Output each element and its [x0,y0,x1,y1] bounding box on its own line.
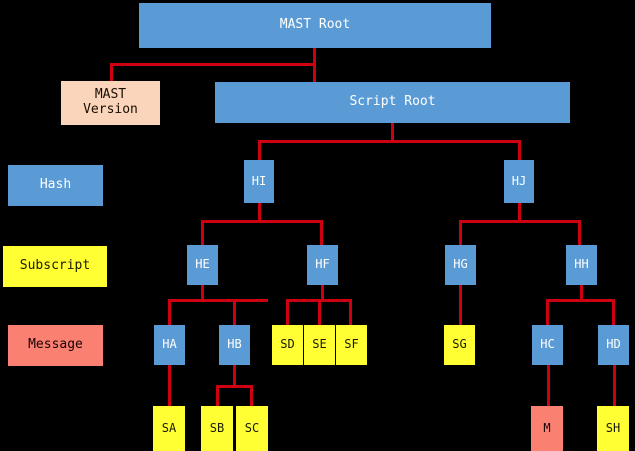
edge-mast-root-stem [313,48,316,66]
node-sd[interactable]: SD [272,325,303,365]
edge-to-hb [233,299,236,325]
edge-to-sh [613,365,616,406]
node-m[interactable]: M [531,406,563,451]
legend-subscript: Subscript [3,246,107,287]
edge-hh-bar [546,299,614,302]
edge-hb-bar [216,385,253,388]
node-hf[interactable]: HF [307,245,338,285]
node-se[interactable]: SE [304,325,335,365]
node-he[interactable]: HE [187,245,218,285]
node-sg[interactable]: SG [444,325,475,365]
node-hi[interactable]: HI [244,160,274,203]
edge-mast-root-bar [110,63,316,66]
edge-to-sa [168,365,171,406]
edge-he-bar [168,299,268,302]
edge-to-m [547,365,550,406]
node-hc[interactable]: HC [532,325,563,365]
edge-hh-stem [580,285,583,302]
edge-to-se [318,299,321,325]
node-mast-root[interactable]: MAST Root [139,3,491,48]
edge-to-sg [459,285,462,325]
edge-hj-stem [518,203,521,223]
edge-to-sd [286,299,289,325]
edge-to-hd [612,299,615,325]
edge-to-hi [258,140,261,160]
node-sb[interactable]: SB [201,406,233,451]
node-sf[interactable]: SF [336,325,367,365]
edge-to-hh [578,220,581,245]
node-sh[interactable]: SH [597,406,629,451]
edge-to-hg [459,220,462,245]
legend-hash: Hash [8,165,103,206]
edge-script-root-bar [258,140,520,143]
edge-to-sb [216,385,219,406]
edge-hi-stem [258,203,261,223]
edge-to-hj [518,140,521,160]
edge-to-sf [349,299,352,325]
node-hd[interactable]: HD [598,325,629,365]
edge-to-hf [320,220,323,245]
edge-to-hc [546,299,549,325]
edge-to-sc [250,385,253,406]
node-sa[interactable]: SA [153,406,185,451]
edge-to-script-root [313,63,316,83]
node-script-root[interactable]: Script Root [215,82,570,123]
node-ha[interactable]: HA [154,325,185,365]
edge-to-mast-version [110,63,113,83]
edge-hf-stem [321,285,324,302]
legend-message: Message [8,325,103,366]
edge-hb-stem [233,365,236,388]
node-hh[interactable]: HH [566,245,597,285]
node-sc[interactable]: SC [236,406,268,451]
edge-he-stem [201,285,204,302]
edge-hi-bar [201,220,323,223]
edge-script-root-stem [391,123,394,143]
node-hj[interactable]: HJ [504,160,534,203]
edge-to-ha [168,299,171,325]
node-hb[interactable]: HB [219,325,250,365]
node-hg[interactable]: HG [445,245,476,285]
edge-hj-bar [459,220,581,223]
node-mast-version[interactable]: MAST Version [61,81,160,125]
edge-to-he [201,220,204,245]
